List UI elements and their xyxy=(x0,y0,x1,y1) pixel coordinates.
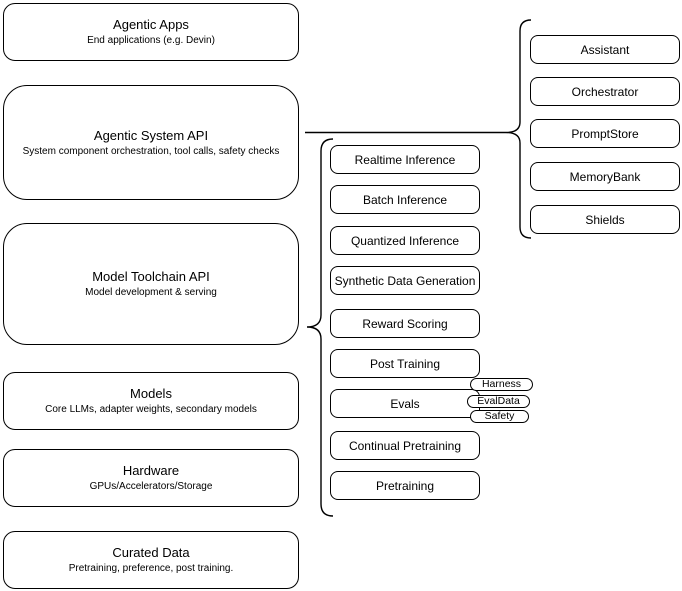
node-synthetic-data-generation: Synthetic Data Generation xyxy=(330,266,480,295)
node-post-training: Post Training xyxy=(330,349,480,378)
node-continual-pretraining: Continual Pretraining xyxy=(330,431,480,460)
node-title: Models xyxy=(130,386,172,401)
node-shields: Shields xyxy=(530,205,680,234)
node-agentic-apps: Agentic Apps End applications (e.g. Devi… xyxy=(3,3,299,61)
node-title: Model Toolchain API xyxy=(92,269,210,284)
node-title: Agentic System API xyxy=(93,127,209,143)
node-model-toolchain-api: Model Toolchain API Model development & … xyxy=(3,223,299,345)
node-evals-safety: Safety xyxy=(470,410,529,423)
node-subtitle: GPUs/Accelerators/Storage xyxy=(89,481,213,492)
node-quantized-inference: Quantized Inference xyxy=(330,226,480,255)
node-memorybank: MemoryBank xyxy=(530,162,680,191)
node-orchestrator: Orchestrator xyxy=(530,77,680,106)
node-title: Curated Data xyxy=(112,545,190,560)
system-components-brace xyxy=(505,19,532,239)
toolchain-brace xyxy=(306,138,334,517)
node-promptstore: PromptStore xyxy=(530,119,680,148)
node-subtitle: System component orchestration, tool cal… xyxy=(22,145,280,157)
node-hardware: Hardware GPUs/Accelerators/Storage xyxy=(3,449,299,507)
node-evals-harness: Harness xyxy=(470,378,533,391)
node-reward-scoring: Reward Scoring xyxy=(330,309,480,338)
node-subtitle: Core LLMs, adapter weights, secondary mo… xyxy=(45,404,257,415)
node-agentic-system-api: Agentic System API System component orch… xyxy=(3,85,299,200)
node-evals-evaldata: EvalData xyxy=(467,395,530,408)
node-assistant: Assistant xyxy=(530,35,680,64)
node-pretraining: Pretraining xyxy=(330,471,480,500)
node-curated-data: Curated Data Pretraining, preference, po… xyxy=(3,531,299,589)
node-batch-inference: Batch Inference xyxy=(330,185,480,214)
node-title: Agentic Apps xyxy=(113,17,189,32)
node-realtime-inference: Realtime Inference xyxy=(330,145,480,174)
node-subtitle: End applications (e.g. Devin) xyxy=(87,35,215,46)
node-models: Models Core LLMs, adapter weights, secon… xyxy=(3,372,299,430)
node-evals: Evals xyxy=(330,389,480,418)
node-subtitle: Model development & serving xyxy=(85,287,217,298)
node-title: Hardware xyxy=(122,463,180,478)
node-subtitle: Pretraining, preference, post training. xyxy=(68,563,234,574)
